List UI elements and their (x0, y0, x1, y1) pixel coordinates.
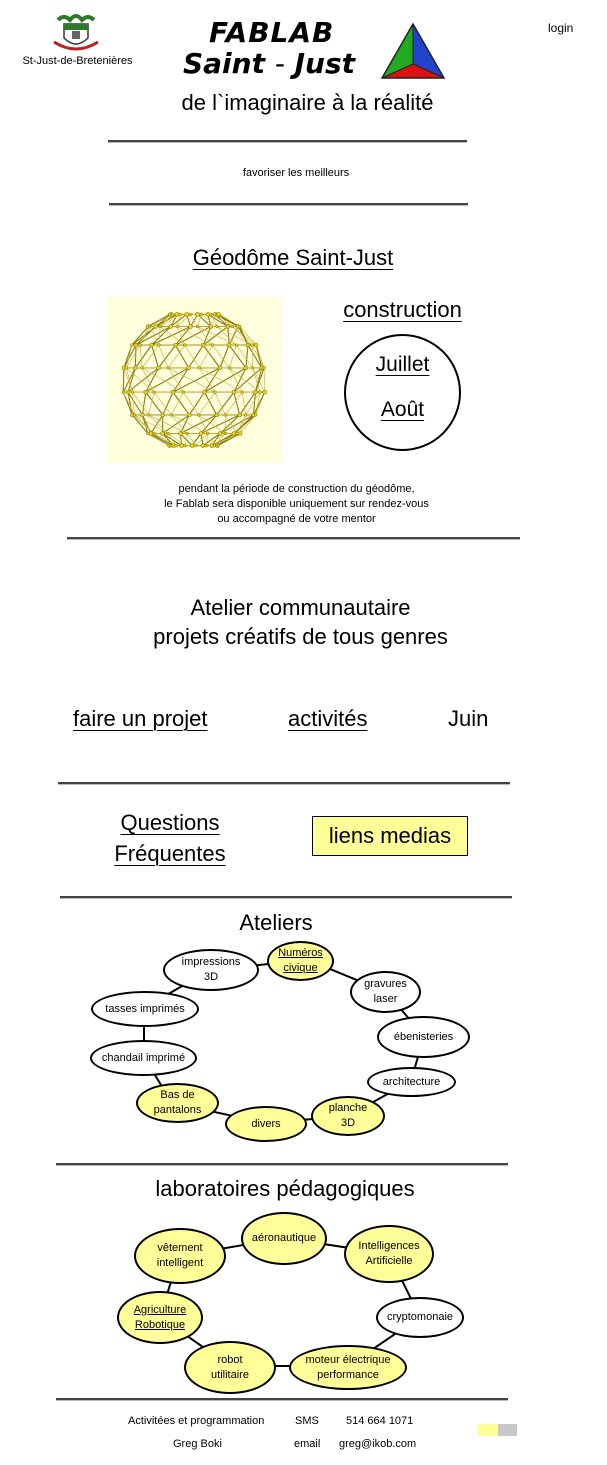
divider (60, 896, 512, 899)
geodome-title-link[interactable]: Géodôme Saint-Just (192, 245, 394, 270)
atelier-node[interactable]: tasses imprimés (91, 991, 199, 1027)
footer-name: Greg Boki (173, 1438, 222, 1450)
month-juin: Juin (448, 706, 489, 731)
tagline: de l`imaginaire à la réalité (181, 90, 434, 115)
atelier-node[interactable]: Numéros civique (267, 941, 334, 981)
faq-line1: Questions (120, 810, 220, 835)
atelier-node[interactable]: architecture (367, 1067, 456, 1097)
color-swatch-gray (498, 1424, 517, 1436)
liens-medias-button[interactable]: liens medias (312, 816, 468, 856)
divider (56, 1163, 508, 1166)
lab-node[interactable]: Agriculture Robotique (117, 1291, 203, 1344)
divider (58, 782, 510, 785)
motto: favoriser les meilleurs (242, 167, 350, 179)
footer-email-label: email (294, 1438, 321, 1450)
lab-node[interactable]: cryptomonaie (376, 1297, 464, 1338)
atelier-line2: projets créatifs de tous genres (153, 624, 448, 649)
divider (108, 140, 467, 143)
town-crest (50, 12, 102, 54)
construction-link[interactable]: construction (343, 297, 462, 322)
town-name: St-Just-de-Bretenières (22, 55, 133, 67)
atelier-node[interactable]: Bas de pantalons (136, 1083, 219, 1123)
month-juillet: Juillet (375, 353, 430, 376)
notice-line: ou accompagné de votre mentor (217, 513, 376, 525)
footer-email[interactable]: greg@ikob.com (339, 1438, 417, 1450)
triangle-logo-icon (380, 22, 446, 80)
color-swatch-yellow (478, 1424, 498, 1436)
divider (109, 203, 468, 206)
logo-saint: Saint (183, 47, 265, 80)
logo-dash: - (274, 47, 285, 80)
month-aout: Août (380, 398, 425, 421)
divider (67, 537, 520, 540)
months-circle (344, 334, 461, 451)
atelier-node[interactable]: divers (225, 1106, 307, 1142)
faq-link[interactable]: Questions Fréquentes (100, 807, 240, 869)
faq-line2: Fréquentes (114, 841, 226, 866)
lab-node[interactable]: aéronautique (241, 1212, 327, 1265)
labs-title: laboratoires pédagogiques (155, 1176, 415, 1201)
footer-phone[interactable]: 514 664 1071 (346, 1415, 414, 1427)
notice-line: pendant la période de construction du gé… (178, 483, 415, 495)
lab-node[interactable]: moteur électrique performance (289, 1345, 407, 1390)
atelier-line1: Atelier communautaire (190, 595, 411, 620)
atelier-heading: Atelier communautaire projets créatifs d… (0, 593, 601, 651)
atelier-node[interactable]: gravures laser (350, 971, 421, 1013)
faire-un-projet-link[interactable]: faire un projet (73, 706, 208, 731)
lab-node[interactable]: Intelligences Artificielle (344, 1225, 434, 1283)
atelier-node[interactable]: chandail imprimé (90, 1040, 197, 1076)
ateliers-title: Ateliers (239, 910, 313, 935)
activites-link[interactable]: activités (288, 706, 368, 731)
divider (56, 1398, 508, 1401)
logo-fablab: FABLAB (209, 16, 335, 49)
login-link[interactable]: login (548, 21, 574, 35)
geodome-notice: pendant la période de construction du gé… (0, 482, 593, 527)
fablab-logo[interactable]: FABLAB Saint - Just (183, 18, 383, 80)
atelier-node[interactable]: impressions 3D (163, 949, 259, 991)
footer-sms-label: SMS (295, 1415, 319, 1427)
lab-node[interactable]: robot utilitaire (184, 1341, 276, 1394)
atelier-node[interactable]: ébenisteries (377, 1016, 470, 1058)
footer-activities-label: Activitées et programmation (128, 1415, 265, 1427)
lab-node[interactable]: vêtement intelligent (134, 1228, 226, 1284)
logo-just: Just (294, 47, 355, 80)
notice-line: le Fablab sera disponible uniquement sur… (164, 498, 429, 510)
atelier-node[interactable]: planche 3D (311, 1096, 385, 1136)
geodome-image (107, 297, 282, 463)
